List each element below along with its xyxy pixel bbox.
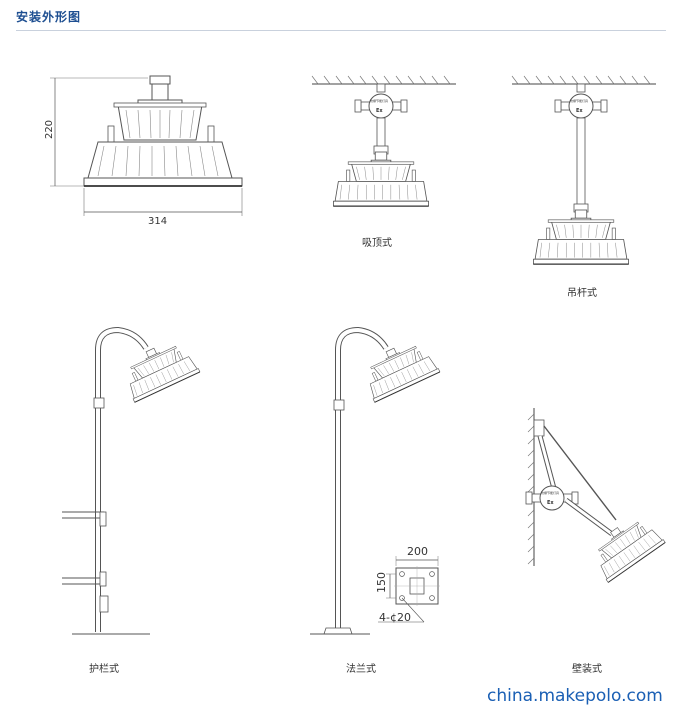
ex-badge-ceiling: Ex <box>376 108 383 114</box>
flange-width-label: 200 <box>407 545 428 558</box>
ceiling-mount-drawing <box>311 75 456 207</box>
mini-label-ceiling: 防爆节能灯具 <box>370 99 389 103</box>
caption-pendant-mount: 吊杆式 <box>567 288 597 299</box>
title-divider <box>16 30 666 31</box>
width-dimension-label: 314 <box>148 216 168 227</box>
flange-height-label: 150 <box>375 572 388 593</box>
wall-mount-drawing <box>525 408 666 583</box>
mini-label-wall: 防爆节能灯具 <box>541 491 560 495</box>
caption-wall-mount: 壁装式 <box>572 664 602 675</box>
page-title: 安装外形图 <box>16 10 82 24</box>
site-watermark: china.makepolo.com <box>487 686 663 706</box>
ex-badge-wall: Ex <box>547 500 554 506</box>
height-dimension-label: 220 <box>44 119 56 140</box>
mini-label-pendant: 防爆节能灯具 <box>570 99 589 103</box>
hole-spec-label: 4-¢20 <box>379 611 411 624</box>
caption-ceiling-mount: 吸顶式 <box>362 238 392 249</box>
guardrail-mount-drawing <box>62 326 201 635</box>
pendant-mount-drawing <box>511 75 656 265</box>
caption-flange-mount: 法兰式 <box>346 664 376 675</box>
ex-badge-pendant: Ex <box>576 108 583 114</box>
caption-guardrail-mount: 护栏式 <box>89 664 119 675</box>
dimensioned-lamp-view <box>50 75 243 216</box>
flange-mount-drawing <box>310 326 441 635</box>
